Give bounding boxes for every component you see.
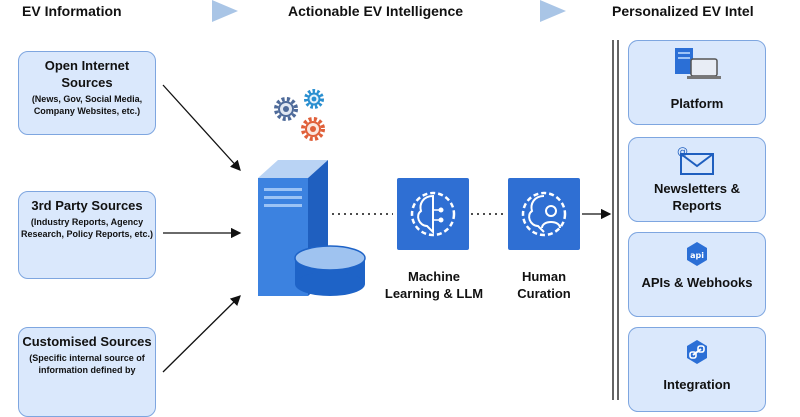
output-box-apis: api APIs & Webhooks — [628, 232, 766, 317]
human-curation-tile — [508, 178, 580, 250]
brain-gear-icon — [410, 191, 456, 237]
svg-text:api: api — [690, 251, 704, 260]
stage-label-personalized-intel: Personalized EV Intel — [612, 3, 754, 19]
source-description: (Specific internal source of information… — [29, 353, 145, 375]
machine-learning-label: Machine Learning & LLM — [384, 269, 484, 301]
stage-label-actionable-intelligence: Actionable EV Intelligence — [288, 3, 464, 19]
arrow-customised — [162, 295, 241, 373]
source-description: (News, Gov, Social Media, Company Websit… — [31, 94, 143, 116]
output-label: APIs & Webhooks — [641, 275, 753, 290]
svg-text:@: @ — [677, 145, 688, 158]
link-icon — [687, 340, 707, 364]
output-box-newsletters: @ Newsletters & Reports — [628, 137, 766, 222]
source-title: Open Internet Sources — [44, 58, 130, 90]
mail-icon: @ — [677, 145, 714, 175]
output-label: Platform — [670, 96, 724, 111]
connectors — [162, 40, 619, 400]
arrow-open-internet — [162, 84, 241, 171]
source-description: (Industry Reports, Agency Research, Poli… — [20, 217, 154, 239]
source-box-open-internet: Open Internet Sources (News, Gov, Social… — [18, 51, 156, 135]
server-database-icon — [258, 160, 366, 296]
output-label: Integration — [663, 377, 731, 392]
source-title: 3rd Party Sources — [31, 198, 143, 213]
stage-arrow-1 — [212, 0, 238, 22]
stage-label-ev-information: EV Information — [22, 3, 122, 19]
stage-arrow-2 — [540, 0, 566, 22]
machine-learning-tile — [397, 178, 469, 250]
output-box-integration: Integration — [628, 327, 766, 412]
brain-person-icon — [521, 191, 567, 237]
gears-icon — [274, 89, 325, 141]
platform-icon — [675, 48, 721, 79]
human-curation-label: Human Curation — [517, 269, 571, 301]
source-box-third-party: 3rd Party Sources (Industry Reports, Age… — [18, 191, 156, 279]
api-icon: api — [687, 242, 707, 266]
output-box-platform: Platform — [628, 40, 766, 125]
output-label: Newsletters & Reports — [654, 181, 740, 213]
source-title: Customised Sources — [22, 334, 152, 349]
